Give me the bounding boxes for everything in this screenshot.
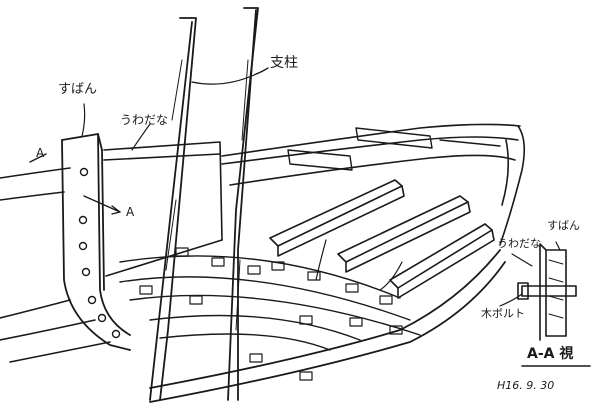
detail-section [499, 243, 577, 341]
far-gunwale [221, 123, 521, 186]
floor-boards [119, 255, 421, 351]
section-arrow-a [29, 153, 121, 215]
suban-label: すばん [58, 82, 98, 97]
drawing-date: H16. 9. 30 [497, 379, 555, 392]
floor-slots [139, 247, 403, 381]
marker-a-right: A [126, 205, 135, 219]
wooden-bolt-label: 木ボルト [481, 307, 525, 320]
bow [499, 125, 526, 246]
marker-a-left: A [36, 146, 45, 160]
support-post-left [149, 17, 197, 401]
suban-frame [61, 133, 131, 351]
umadana-label: うわだな [120, 113, 169, 127]
support-post-label: 支柱 [270, 55, 298, 71]
left-hull-side [0, 167, 111, 363]
bow-thwarts [287, 127, 501, 171]
detail-suban-label: すばん [547, 219, 580, 232]
support-post-right [227, 7, 259, 401]
section-title: A-A 視 [527, 346, 574, 362]
suban-bolt-holes [78, 167, 121, 339]
detail-umadana-label: うわだな [497, 237, 541, 250]
leader-lines [81, 67, 561, 291]
near-gunwale [149, 249, 506, 403]
cross-timber-2 [337, 195, 471, 273]
cross-timber-1 [269, 179, 405, 257]
umadana-panel [103, 141, 223, 277]
cross-timber-3 [389, 223, 495, 299]
